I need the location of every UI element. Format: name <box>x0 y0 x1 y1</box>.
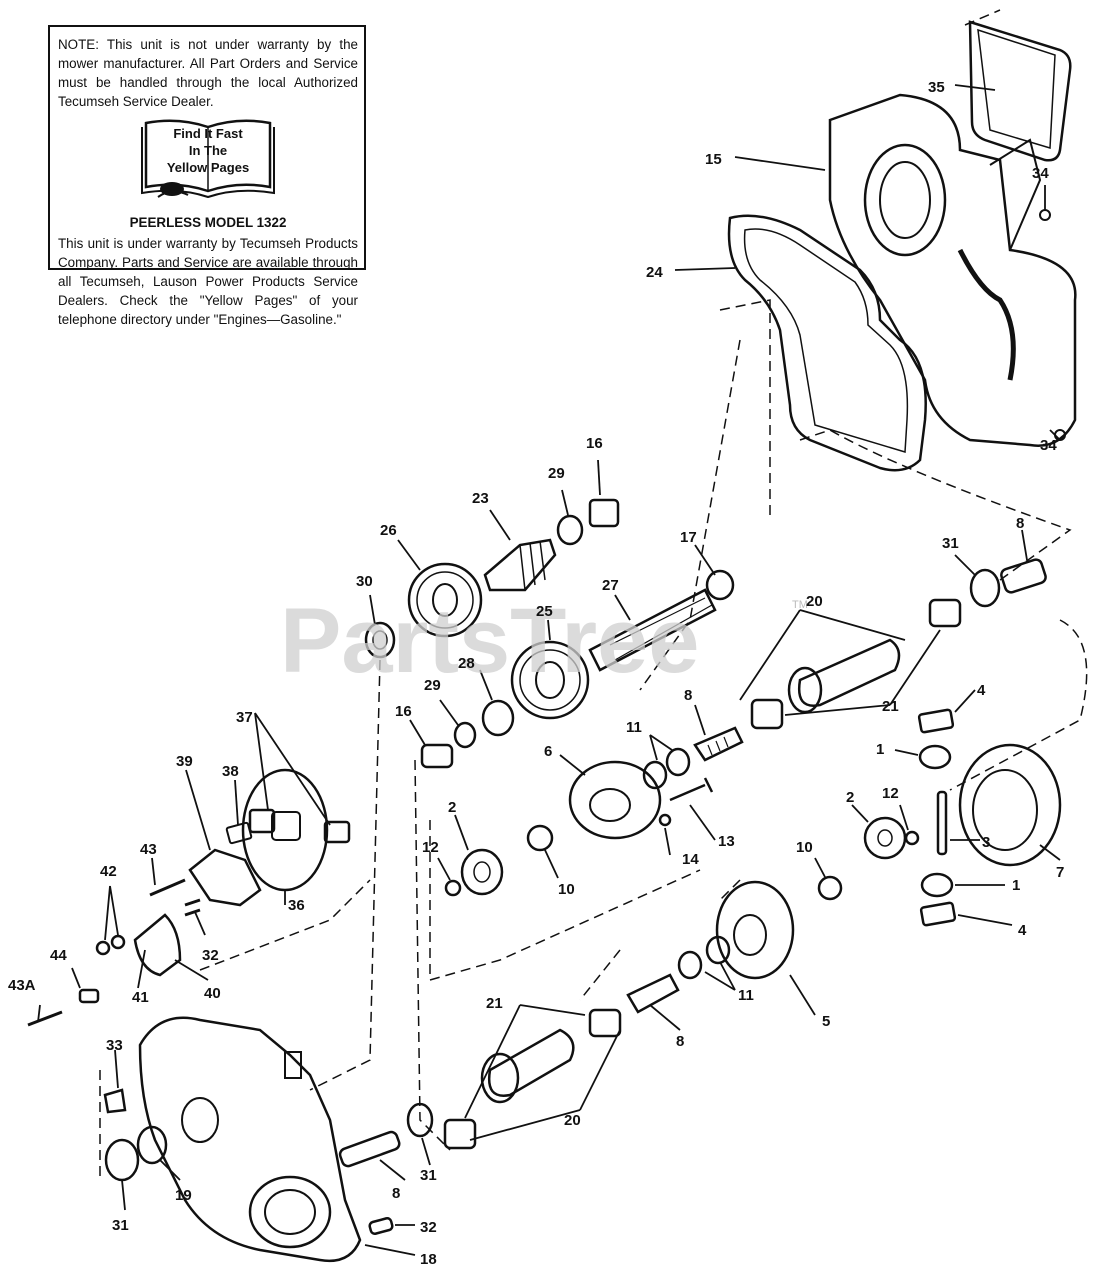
callout-28: 28 <box>458 655 475 672</box>
shaft-27 <box>588 588 717 672</box>
callout-39: 39 <box>176 753 193 770</box>
callout-26: 26 <box>380 522 397 539</box>
callout-44: 44 <box>50 947 67 964</box>
housing-15 <box>828 93 1077 447</box>
note-text-mower: NOTE: This unit is not under warranty by… <box>58 37 358 109</box>
callout-3: 3 <box>982 834 990 851</box>
callout-36: 36 <box>288 897 305 914</box>
callout-23: 23 <box>472 490 489 507</box>
callout-8c: 8 <box>676 1033 684 1050</box>
bevel-gear-2-right <box>863 816 907 860</box>
callout-11b: 11 <box>738 987 754 1004</box>
callout-1b: 1 <box>1012 877 1020 894</box>
callout-8d: 8 <box>392 1185 400 1202</box>
axle-8-bottom <box>626 973 680 1014</box>
callout-16b: 16 <box>395 703 412 720</box>
callout-19: 19 <box>175 1187 192 1204</box>
callout-21b: 21 <box>486 995 503 1012</box>
callout-13: 13 <box>718 833 735 850</box>
book-line-2: In The <box>188 143 228 158</box>
callout-18: 18 <box>420 1251 437 1268</box>
gasket-35 <box>968 20 1072 162</box>
callout-11a: 11 <box>626 719 642 736</box>
bevel-gear-2-left <box>460 848 504 896</box>
callout-8a: 8 <box>1016 515 1024 532</box>
callout-27: 27 <box>602 577 619 594</box>
callout-24: 24 <box>646 264 663 281</box>
callout-1a: 1 <box>876 741 884 758</box>
ring-gear-7 <box>958 743 1062 867</box>
callout-leader-lines <box>37 84 1061 1256</box>
callout-20a: 20 <box>806 593 823 610</box>
watermark-tm: TM <box>792 599 808 611</box>
shift-cover-36 <box>241 768 329 892</box>
callout-7: 7 <box>1056 864 1064 881</box>
callout-2a: 2 <box>448 799 456 816</box>
gear-25 <box>510 640 590 720</box>
housing-18 <box>138 1016 362 1263</box>
callout-34b: 34 <box>1040 437 1057 454</box>
callout-5: 5 <box>822 1013 830 1030</box>
callout-29a: 29 <box>548 465 565 482</box>
cover-6 <box>568 760 662 840</box>
callout-30: 30 <box>356 573 373 590</box>
book-line-3: Yellow Pages <box>166 160 250 175</box>
axle-8-mid <box>693 726 744 762</box>
partstree-watermark: PartsTree <box>280 590 699 692</box>
model-heading: PEERLESS MODEL 1322 <box>129 215 287 230</box>
callout-31a: 31 <box>942 535 959 552</box>
callout-29b: 29 <box>424 677 441 694</box>
book-line-1: Find It Fast <box>173 126 243 141</box>
yellow-pages-book-icon: Find It Fast In The Yellow Pages <box>138 117 278 207</box>
callout-33: 33 <box>106 1037 123 1054</box>
gear-26 <box>407 562 483 638</box>
cover-5 <box>715 880 795 980</box>
callout-15: 15 <box>705 151 722 168</box>
callout-4b: 4 <box>1018 922 1027 939</box>
callout-43A: 43A <box>8 977 36 994</box>
callout-32b: 32 <box>420 1219 437 1236</box>
callout-25: 25 <box>536 603 553 620</box>
callout-2b: 2 <box>846 789 854 806</box>
tube-20-bottom <box>487 1028 575 1097</box>
note-text-tecumseh: This unit is under warranty by Tecumseh … <box>58 236 358 327</box>
callout-4a: 4 <box>977 682 986 699</box>
callout-16a: 16 <box>586 435 603 452</box>
callout-20b: 20 <box>564 1112 581 1129</box>
callout-37: 37 <box>236 709 253 726</box>
callout-17: 17 <box>680 529 697 546</box>
callout-41: 41 <box>132 989 149 1006</box>
callout-42: 42 <box>100 863 117 880</box>
callout-12b: 12 <box>882 785 899 802</box>
callout-35: 35 <box>928 79 945 96</box>
shift-lever-39 <box>188 848 262 907</box>
callout-12a: 12 <box>422 839 439 856</box>
callout-40: 40 <box>204 985 221 1002</box>
warranty-note-box: NOTE: This unit is not under warranty by… <box>48 25 366 327</box>
callout-10b: 10 <box>796 839 813 856</box>
callout-14: 14 <box>682 851 699 868</box>
gasket-24 <box>727 214 927 472</box>
callout-21a: 21 <box>882 698 899 715</box>
callout-43: 43 <box>140 841 157 858</box>
callout-8b: 8 <box>684 687 692 704</box>
callout-10a: 10 <box>558 881 575 898</box>
callout-38: 38 <box>222 763 239 780</box>
callout-6: 6 <box>544 743 552 760</box>
callout-32a: 32 <box>202 947 219 964</box>
callout-31c: 31 <box>112 1217 129 1234</box>
callout-31b: 31 <box>420 1167 437 1184</box>
callout-34a: 34 <box>1032 165 1049 182</box>
tube-20-top <box>797 638 901 707</box>
